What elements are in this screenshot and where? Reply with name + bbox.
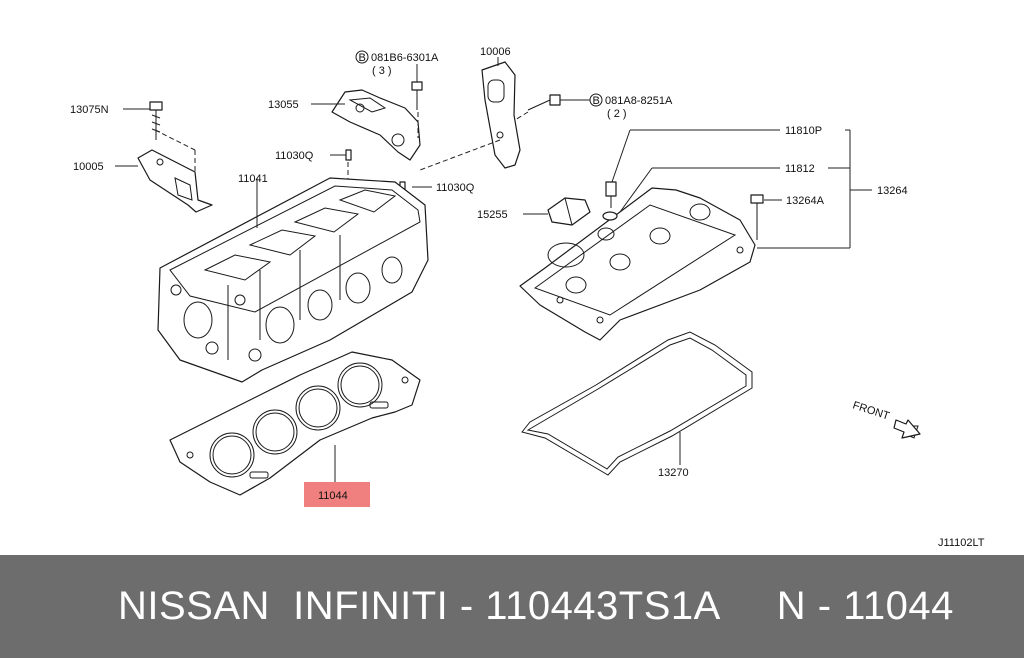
part-11044-highlight (304, 482, 370, 507)
pin-11030q-upper (345, 149, 352, 161)
label-11810p: 11810P (785, 125, 822, 137)
oil-cap-15255-illustration (547, 197, 591, 226)
label-13055: 13055 (268, 99, 299, 111)
part-number-banner: NISSAN INFINITI - 110443TS1A N - 11044 (0, 555, 1024, 658)
bolt-13075n-illustration (149, 101, 163, 140)
label-081b6-qty: ( 3 ) (372, 65, 392, 77)
label-10006: 10006 (480, 46, 511, 58)
label-11812: 11812 (785, 163, 815, 175)
label-13264a: 13264A (786, 195, 825, 207)
grommet-11812-illustration (602, 211, 618, 221)
label-front: FRONT (851, 399, 891, 422)
label-13075n: 13075N (70, 104, 109, 116)
svg-text:B: B (593, 95, 600, 107)
pcv-valve-11810p-illustration (605, 181, 617, 208)
b-marker-081a8: B (589, 93, 603, 107)
label-081a8-qty: ( 2 ) (607, 108, 627, 120)
label-081a8: 081A8-8251A (605, 95, 673, 107)
cover-gasket-13270-illustration (521, 331, 753, 476)
diagram-code: J11102LT (938, 537, 985, 549)
front-arrow (893, 419, 921, 439)
label-13270: 13270 (658, 467, 689, 479)
label-11041: 11041 (238, 173, 268, 185)
banner-text: NISSAN INFINITI - 110443TS1A N - 11044 (118, 584, 954, 628)
valve-cover-13264-illustration (519, 187, 756, 341)
bolt-081a8-illustration (527, 94, 561, 111)
label-11044: 11044 (318, 490, 348, 502)
b-marker-081b6: B (355, 50, 369, 64)
label-11030q-lower: 11030Q (436, 182, 475, 194)
label-13264: 13264 (877, 185, 908, 197)
bracket-10005-illustration (137, 149, 213, 213)
bolt-13264a-illustration (750, 194, 764, 240)
label-11030q-upper: 11030Q (275, 150, 314, 162)
svg-text:B: B (359, 52, 366, 64)
bracket-13055-illustration (331, 89, 421, 161)
label-15255: 15255 (477, 209, 508, 221)
leader-lines (115, 57, 872, 249)
cylinder-head-11041-illustration (157, 177, 429, 383)
label-10005: 10005 (73, 161, 104, 173)
label-081b6: 081B6-6301A (371, 52, 439, 64)
head-gasket-11044-illustration (169, 351, 421, 496)
bracket-10006-illustration (481, 61, 521, 169)
bolt-081b6-illustration (411, 81, 423, 110)
engine-parts-diagram: B B 13075N 10005 13055 081B6-6301A ( 3 )… (70, 46, 985, 549)
